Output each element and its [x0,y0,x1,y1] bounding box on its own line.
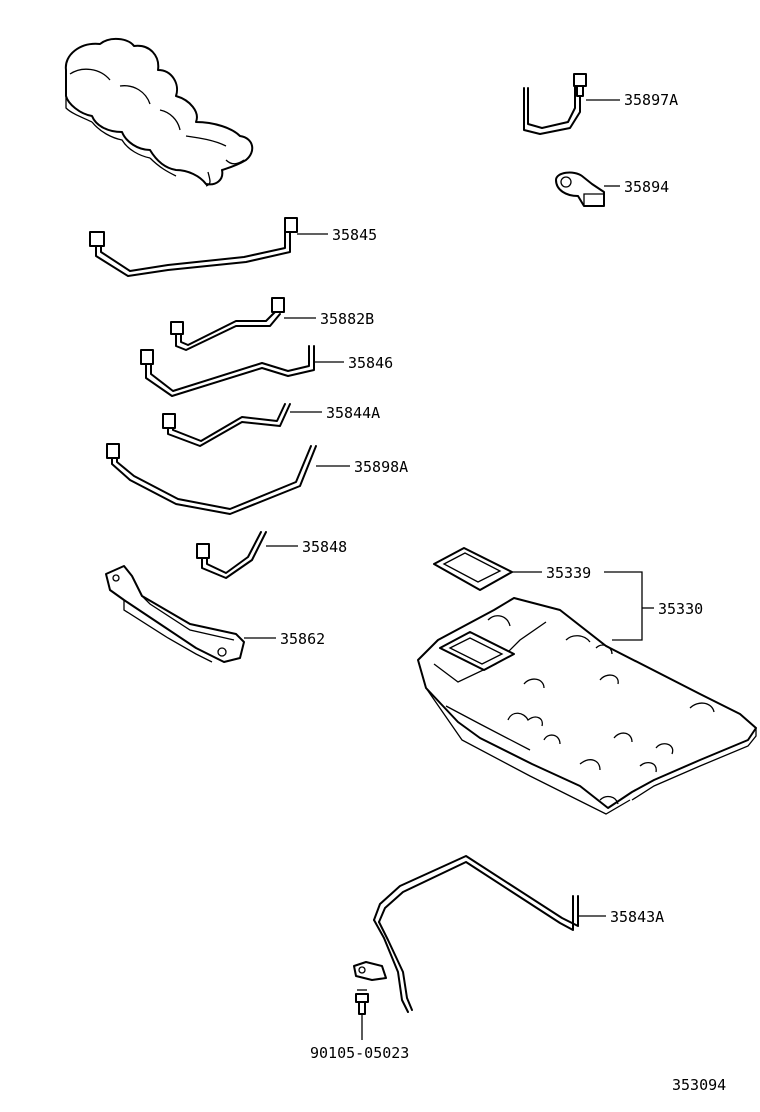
label-35339: 35339 [546,564,591,582]
pipe-35882B [170,297,316,351]
label-35898A: 35898A [354,458,408,476]
bolt-90105-05023 [355,989,369,1040]
pipe-35898A [106,443,350,515]
label-35846: 35846 [348,354,393,372]
pipe-35846 [140,345,344,397]
strainer-35330 [417,597,757,815]
label-35843A: 35843A [610,908,664,926]
label-35848: 35848 [302,538,347,556]
label-35845: 35845 [332,226,377,244]
pipe-35844A [162,403,322,447]
clamp-35894 [555,171,620,207]
pipe-35848 [196,531,298,579]
diagram-id: 353094 [672,1076,726,1094]
label-90105-05023: 90105-05023 [310,1044,409,1062]
pipe-35845 [89,217,328,277]
label-35897A: 35897A [624,91,678,109]
bracket-35862 [105,565,276,663]
valve-body-cover [64,38,254,187]
label-35330: 35330 [658,600,703,618]
pipe-35897A [523,73,620,135]
label-35882B: 35882B [320,310,374,328]
label-35894: 35894 [624,178,669,196]
label-35844A: 35844A [326,404,380,422]
gasket-35339 [433,547,654,641]
label-35862: 35862 [280,630,325,648]
rod-35843A [353,855,606,1013]
